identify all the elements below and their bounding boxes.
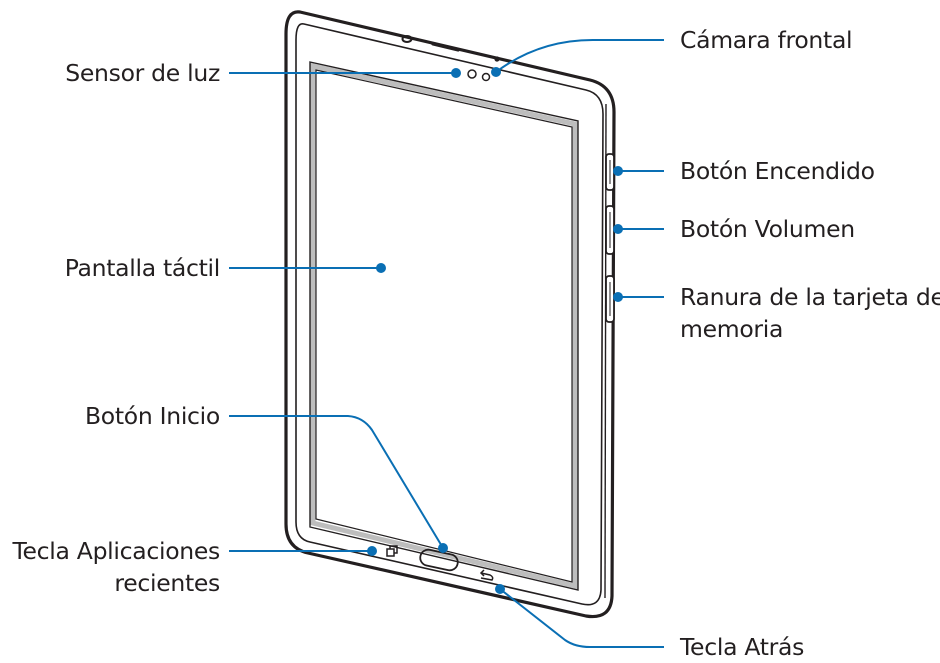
callout-line-back (499, 588, 664, 648)
label-light-sensor: Sensor de luz (65, 59, 220, 87)
top-features (401, 35, 500, 82)
side-buttons (605, 153, 615, 323)
callout-dot-touch-screen (376, 263, 386, 273)
screen-outline-inner (315, 69, 573, 583)
top-hole-icon (401, 35, 413, 43)
back-arrow-icon (479, 569, 494, 581)
tablet-inner-edge (295, 23, 604, 606)
speaker-grille-icon (431, 42, 460, 52)
callout-line-front-camera (495, 38, 664, 73)
front-camera-icon (481, 72, 491, 82)
label-memory-card-slot-line2: memoria (680, 315, 784, 343)
callout-dot-recent-apps (367, 546, 377, 556)
label-power-button: Botón Encendido (680, 157, 875, 185)
label-volume-button: Botón Volumen (680, 215, 855, 243)
callout-dot-light-sensor (451, 68, 461, 78)
callout-dot-memory-slot (613, 292, 623, 302)
screen-outline-outer (309, 61, 579, 591)
callout-dots (367, 67, 623, 594)
sensor-dot-icon (494, 56, 500, 62)
label-back-key: Tecla Atrás (680, 633, 805, 661)
callout-dot-home (438, 543, 448, 553)
callout-lines (229, 38, 664, 648)
callout-dot-back (495, 584, 505, 594)
label-touch-screen: Pantalla táctil (64, 254, 221, 282)
label-recent-apps-key-line2: recientes (114, 569, 220, 597)
screen-border (310, 62, 578, 590)
label-memory-card-slot-line1: Ranura de la tarjeta de (680, 283, 940, 311)
label-memory-card-slot: Ranura de la tarjeta de memoria (680, 281, 940, 345)
callout-dot-volume (613, 224, 623, 234)
tablet-outer-edge (284, 10, 616, 619)
recent-apps-icon (386, 545, 398, 557)
label-home-button: Botón Inicio (84, 402, 220, 430)
touch-screen-area (309, 61, 579, 591)
label-recent-apps-key-line1: Tecla Aplicaciones (12, 537, 220, 565)
callout-dot-front-camera (491, 67, 501, 77)
callout-dot-power (613, 166, 623, 176)
callout-line-home (229, 415, 444, 549)
label-front-camera: Cámara frontal (680, 26, 853, 54)
label-recent-apps-key: Tecla Aplicaciones recientes (12, 535, 220, 599)
light-sensor-icon (467, 69, 477, 79)
